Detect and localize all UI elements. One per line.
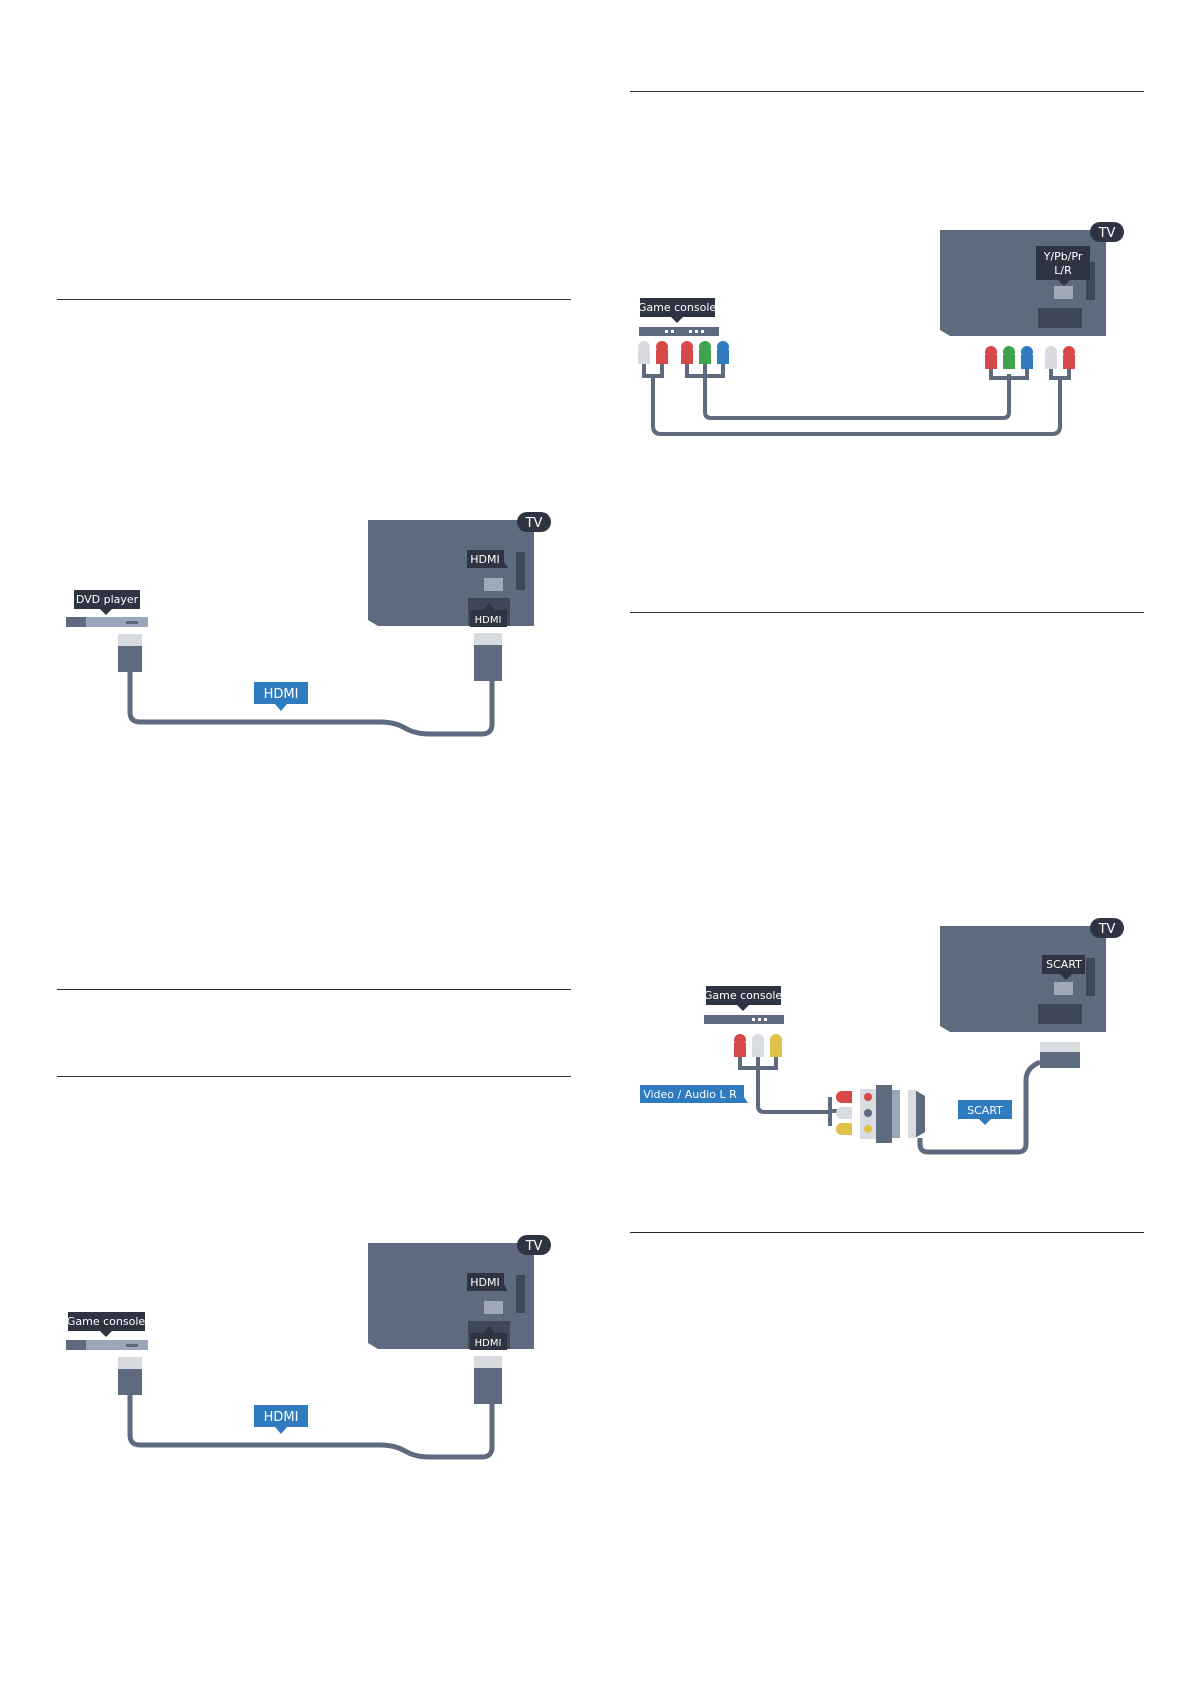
svg-text:Y/Pb/Pr: Y/Pb/Pr bbox=[1043, 250, 1083, 263]
tv-badge-text: TV bbox=[525, 516, 543, 531]
game-console bbox=[704, 1015, 784, 1024]
svg-text:HDMI: HDMI bbox=[475, 1338, 502, 1349]
hdmi-cable bbox=[127, 672, 495, 737]
cable-label: HDMI bbox=[254, 1405, 308, 1434]
device-label: Game console bbox=[704, 986, 783, 1011]
svg-text:HDMI: HDMI bbox=[470, 1276, 499, 1289]
tv-badge: TV bbox=[1090, 918, 1124, 938]
tv-port-label: HDMI bbox=[467, 1273, 508, 1291]
cable-label: HDMI bbox=[254, 682, 308, 711]
svg-text:Video / Audio L R: Video / Audio L R bbox=[643, 1088, 737, 1101]
svg-text:HDMI: HDMI bbox=[264, 687, 299, 702]
adapter-label: Video / Audio L R bbox=[640, 1085, 748, 1103]
svg-text:TV: TV bbox=[1098, 922, 1116, 937]
tv-badge: TV bbox=[1090, 222, 1124, 242]
section-divider bbox=[630, 1232, 1144, 1233]
section-divider bbox=[57, 989, 571, 990]
tv-badge: TV bbox=[517, 512, 551, 532]
tv-connector-label: HDMI bbox=[470, 1326, 507, 1350]
tv-port-label: Y/Pb/Pr L/R bbox=[1036, 246, 1090, 286]
rca-plugs-device bbox=[638, 341, 729, 364]
svg-text:TV: TV bbox=[525, 1239, 543, 1254]
rca-plugs-tv bbox=[985, 346, 1075, 369]
scart-cable bbox=[917, 1059, 1042, 1155]
tv-badge: TV bbox=[517, 1235, 551, 1255]
device-label: DVD player bbox=[74, 590, 140, 615]
svg-text:SCART: SCART bbox=[967, 1104, 1003, 1117]
svg-text:HDMI: HDMI bbox=[470, 553, 499, 566]
section-divider bbox=[57, 299, 571, 300]
rca-plugs-device bbox=[734, 1034, 782, 1057]
dvd-player bbox=[66, 617, 148, 627]
video-cable bbox=[685, 364, 1029, 420]
game-console bbox=[66, 1340, 148, 1350]
section-divider bbox=[57, 1076, 571, 1077]
game-console bbox=[639, 327, 719, 336]
section-divider bbox=[630, 612, 1144, 613]
svg-text:DVD player: DVD player bbox=[76, 593, 139, 606]
rca-cable bbox=[738, 1057, 830, 1114]
svg-text:TV: TV bbox=[1098, 226, 1116, 241]
tv-port-label: SCART bbox=[1042, 955, 1085, 980]
hdmi-cable bbox=[127, 1395, 495, 1460]
svg-text:Game console: Game console bbox=[704, 989, 783, 1002]
cable-label: SCART bbox=[958, 1100, 1012, 1125]
svg-text:Game console: Game console bbox=[638, 301, 717, 314]
svg-text:SCART: SCART bbox=[1046, 958, 1082, 971]
section-divider bbox=[630, 91, 1144, 92]
svg-text:HDMI: HDMI bbox=[264, 1410, 299, 1425]
svg-text:HDMI: HDMI bbox=[475, 615, 502, 626]
audio-cable bbox=[642, 364, 1071, 436]
device-label: Game console bbox=[638, 298, 717, 323]
device-label: Game console bbox=[67, 1312, 146, 1337]
tv-port-label: HDMI bbox=[467, 550, 508, 568]
svg-text:L/R: L/R bbox=[1054, 264, 1072, 277]
tv-connector-label: HDMI bbox=[470, 603, 507, 627]
scart-adapter bbox=[828, 1085, 925, 1143]
svg-text:Game console: Game console bbox=[67, 1315, 146, 1328]
